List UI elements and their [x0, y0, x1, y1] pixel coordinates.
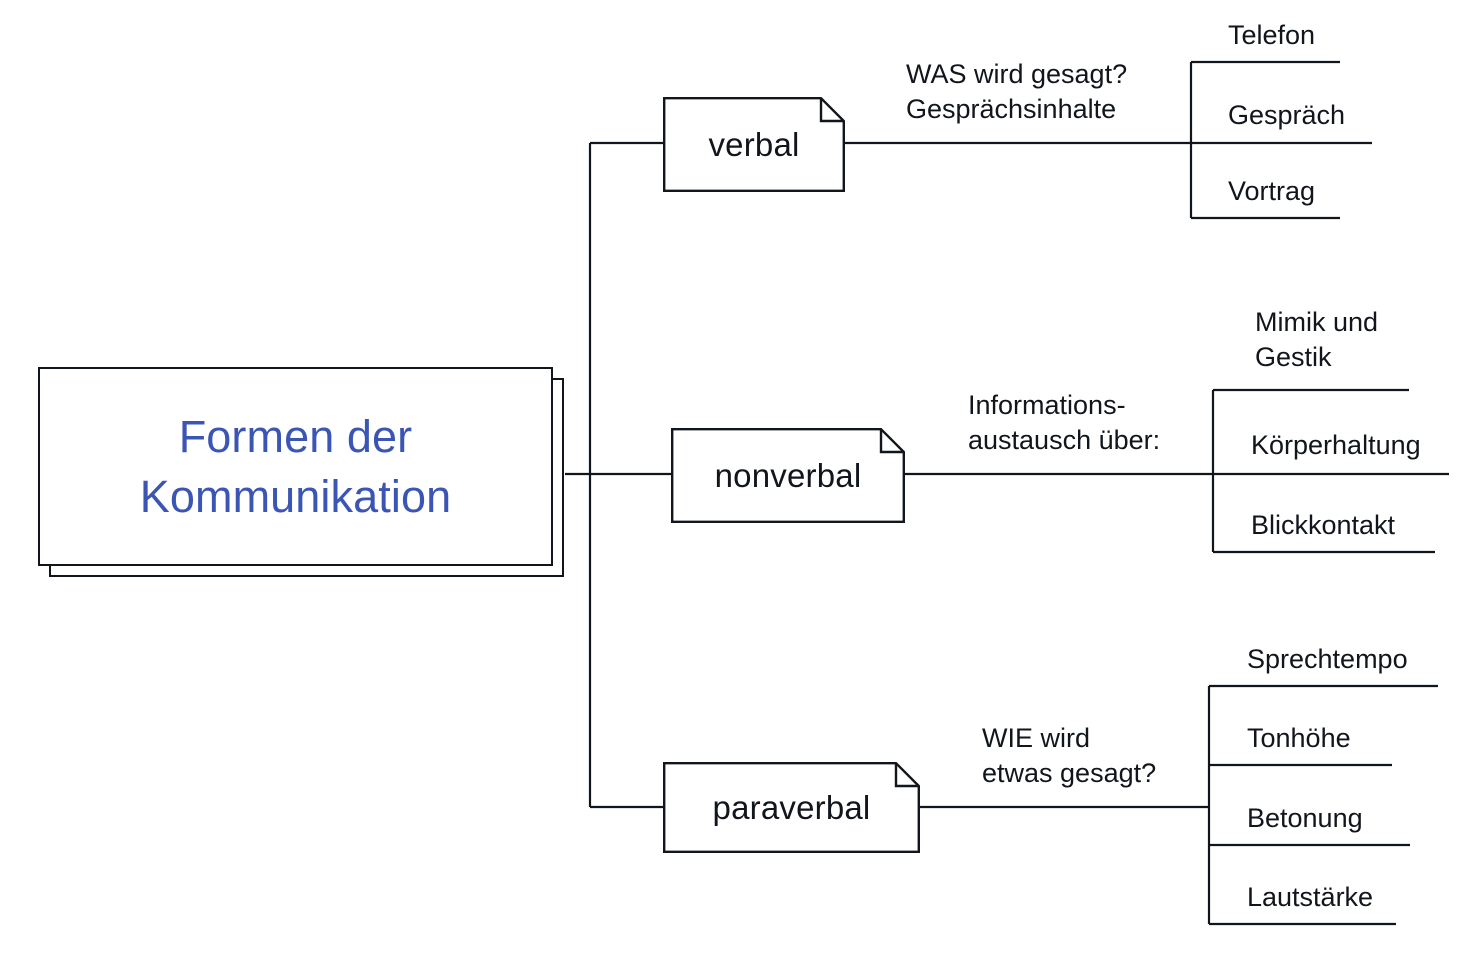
leaf-label-verbal-vortrag: Vortrag — [1228, 176, 1316, 206]
leaf-label-nonverbal-koerperhaltung: Körperhaltung — [1251, 430, 1421, 460]
leaf-label-paraverbal-betonung: Betonung — [1247, 803, 1363, 833]
leaf-label-nonverbal-mimik-gestik: Mimik und Gestik — [1255, 307, 1379, 372]
document-shape-icon — [671, 428, 905, 523]
leaf-label-paraverbal-lautstaerke: Lautstärke — [1247, 882, 1374, 912]
branch-node-paraverbal[interactable]: paraverbal — [663, 762, 920, 853]
root-node[interactable]: Formen der Kommunikation — [38, 367, 566, 579]
connector-caption-verbal: WAS wird gesagt? Gesprächsinhalte — [906, 59, 1128, 124]
branch-node-label: nonverbal — [714, 456, 862, 494]
branch-node-nonverbal[interactable]: nonverbal — [671, 428, 905, 523]
leaf-label-verbal-telefon: Telefon — [1228, 20, 1316, 50]
leaf-label-verbal-gespraech: Gespräch — [1228, 100, 1346, 130]
page-title: Formen der Kommunikation — [139, 410, 452, 522]
document-shape-icon — [663, 762, 920, 853]
root-node-front-sheet: Formen der Kommunikation — [38, 367, 553, 566]
branch-node-label: paraverbal — [712, 788, 871, 826]
document-shape-icon — [663, 97, 845, 192]
branch-node-verbal[interactable]: verbal — [663, 97, 845, 192]
leaf-label-nonverbal-blickkontakt: Blickkontakt — [1251, 510, 1396, 540]
connector-caption-paraverbal: WIE wird etwas gesagt? — [982, 723, 1157, 788]
branch-node-label: verbal — [708, 125, 800, 163]
connector-caption-nonverbal: Informations- austausch über: — [968, 390, 1161, 455]
leaf-label-paraverbal-sprechtempo: Sprechtempo — [1247, 644, 1408, 674]
leaf-label-paraverbal-tonhoehe: Tonhöhe — [1247, 723, 1351, 753]
